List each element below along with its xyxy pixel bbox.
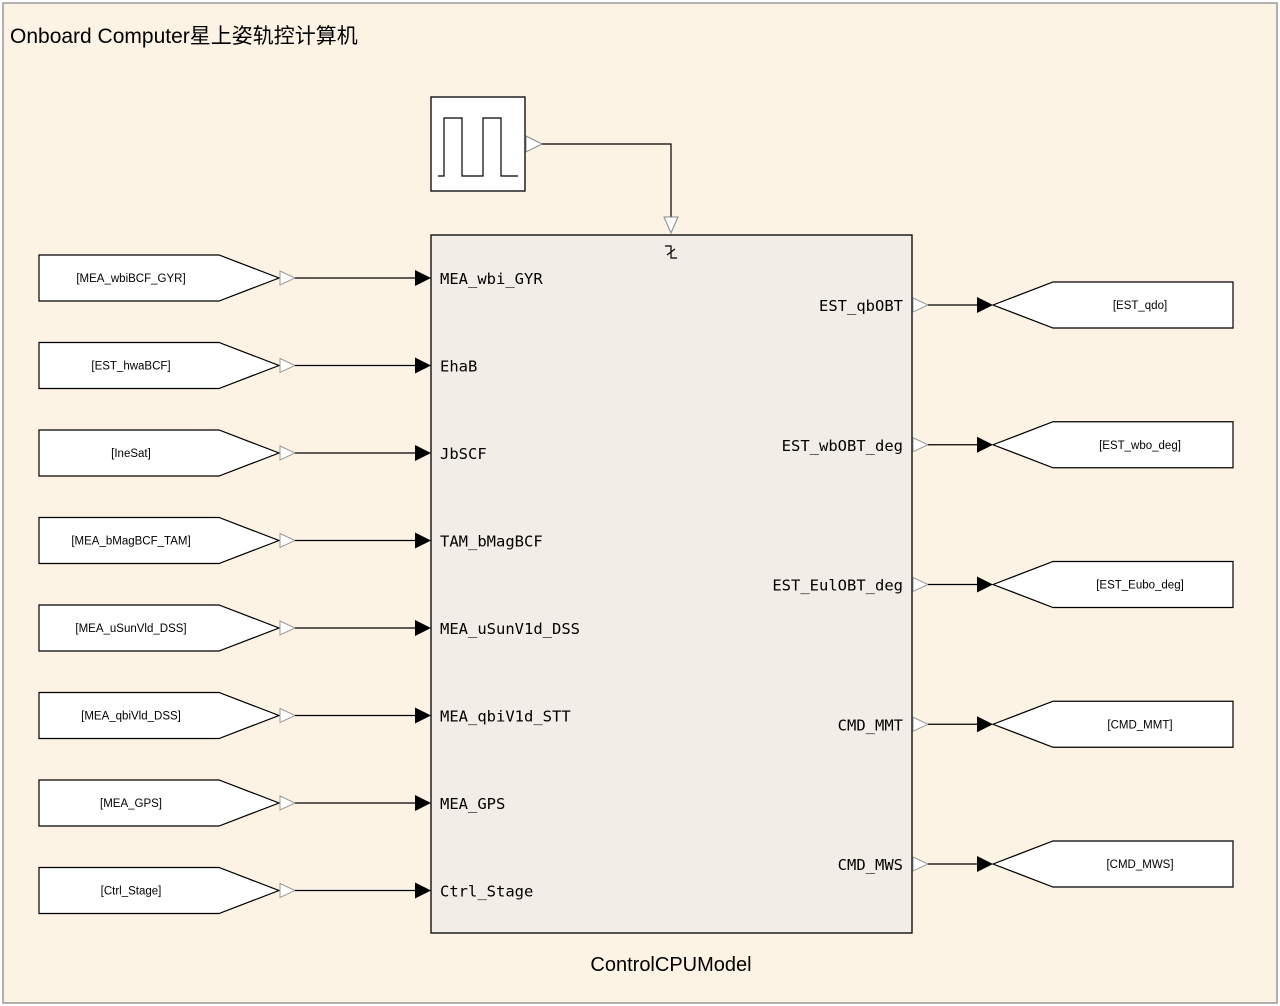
- input-arrow: [415, 532, 431, 549]
- input-port-label: MEA_uSunV1d_DSS: [440, 620, 580, 638]
- from-tag-port[interactable]: [279, 707, 297, 724]
- goto-tag-block[interactable]: [991, 560, 1234, 609]
- input-arrow: [415, 357, 431, 374]
- output-port-label: EST_wbOBT_deg: [782, 437, 903, 455]
- trigger-port[interactable]: [663, 216, 679, 235]
- output-port[interactable]: [912, 856, 930, 872]
- output-port-label: EST_EulOBT_deg: [772, 577, 903, 595]
- input-row[interactable]: [MEA_uSunVld_DSS] MEA_uSunV1d_DSS: [38, 604, 580, 652]
- input-row[interactable]: [Ctrl_Stage] Ctrl_Stage: [38, 866, 533, 915]
- output-arrow: [977, 297, 993, 313]
- input-port-label: MEA_wbi_GYR: [440, 270, 543, 288]
- input-arrow: [415, 270, 431, 286]
- from-tag-label: [MEA_qbiVld_DSS]: [81, 711, 181, 723]
- from-tag-label: [MEA_wbiBCF_GYR]: [76, 273, 185, 285]
- from-tag-label: [EST_hwaBCF]: [91, 361, 170, 373]
- from-tag-block[interactable]: [38, 341, 281, 390]
- input-row[interactable]: [IneSat] JbSCF: [38, 429, 487, 477]
- goto-tag-block[interactable]: [991, 281, 1234, 329]
- from-tag-port[interactable]: [279, 357, 297, 374]
- output-port[interactable]: [912, 436, 930, 453]
- input-port-label: EhaB: [440, 358, 477, 376]
- control-cpu-block[interactable]: [430, 234, 913, 934]
- output-port-label: EST_qbOBT: [819, 297, 903, 315]
- from-tag-label: [MEA_GPS]: [100, 798, 162, 810]
- from-tag-port[interactable]: [279, 795, 297, 811]
- goto-tag-label: [CMD_MMT]: [1107, 719, 1172, 731]
- input-row[interactable]: [MEA_wbiBCF_GYR] MEA_wbi_GYR: [38, 254, 543, 302]
- goto-tag-label: [EST_qdo]: [1113, 300, 1167, 312]
- input-port-label: TAM_bMagBCF: [440, 533, 543, 551]
- goto-tag-block[interactable]: [991, 421, 1234, 469]
- output-arrow: [977, 716, 993, 733]
- output-port[interactable]: [912, 716, 930, 733]
- output-arrow: [977, 576, 993, 593]
- from-tag-port[interactable]: [279, 270, 297, 286]
- falling-edge-trigger-icon: [665, 245, 677, 259]
- goto-tag-label: [EST_Eubo_deg]: [1096, 580, 1184, 592]
- goto-tag-block[interactable]: [991, 700, 1234, 748]
- from-tag-block[interactable]: [38, 691, 281, 740]
- input-port-label: MEA_qbiV1d_STT: [440, 708, 571, 726]
- input-row[interactable]: [EST_hwaBCF] EhaB: [38, 341, 477, 390]
- from-tag-label: [MEA_bMagBCF_TAM]: [71, 536, 190, 548]
- from-tag-label: [Ctrl_Stage]: [101, 886, 162, 898]
- output-arrow: [977, 436, 993, 453]
- input-arrow: [415, 620, 431, 636]
- from-tag-port[interactable]: [279, 445, 297, 461]
- output-row[interactable]: EST_qbOBT [EST_qdo]: [819, 281, 1234, 329]
- output-port[interactable]: [912, 297, 930, 313]
- from-tag-port[interactable]: [279, 532, 297, 549]
- from-tag-label: [IneSat]: [111, 448, 151, 460]
- pulse-generator-icon: [438, 117, 518, 177]
- from-tag-block[interactable]: [38, 866, 281, 915]
- output-arrow: [977, 856, 993, 872]
- subsystem-title: Onboard Computer星上姿轨控计算机: [10, 25, 358, 48]
- from-tag-block[interactable]: [38, 779, 281, 827]
- output-row[interactable]: EST_EulOBT_deg [EST_Eubo_deg]: [772, 560, 1234, 609]
- goto-tag-label: [CMD_MWS]: [1106, 859, 1173, 871]
- from-tag-block[interactable]: [38, 604, 281, 652]
- pulse-generator-block[interactable]: [430, 96, 544, 192]
- from-tag-block[interactable]: [38, 254, 281, 302]
- output-row[interactable]: CMD_MWS [CMD_MWS]: [838, 840, 1234, 888]
- input-port-label: JbSCF: [440, 445, 487, 463]
- output-row[interactable]: EST_wbOBT_deg [EST_wbo_deg]: [782, 421, 1234, 469]
- pulse-signal-line[interactable]: [542, 143, 672, 217]
- goto-tag-label: [EST_wbo_deg]: [1099, 440, 1181, 452]
- output-port[interactable]: [912, 576, 930, 593]
- output-row[interactable]: CMD_MMT [CMD_MMT]: [838, 700, 1234, 748]
- input-arrow: [415, 707, 431, 724]
- from-tag-block[interactable]: [38, 429, 281, 477]
- goto-tag-block[interactable]: [991, 840, 1234, 888]
- input-row[interactable]: [MEA_qbiVld_DSS] MEA_qbiV1d_STT: [38, 691, 571, 740]
- output-port-label: CMD_MWS: [838, 856, 903, 874]
- input-arrow: [415, 882, 431, 899]
- input-port-label: Ctrl_Stage: [440, 883, 533, 901]
- from-tag-block[interactable]: [38, 516, 281, 565]
- block-name: ControlCPUModel: [590, 954, 751, 976]
- input-row[interactable]: [MEA_bMagBCF_TAM] TAM_bMagBCF: [38, 516, 543, 565]
- from-tag-port[interactable]: [279, 620, 297, 636]
- output-port-label: CMD_MMT: [838, 716, 903, 734]
- input-port-label: MEA_GPS: [440, 795, 505, 813]
- input-arrow: [415, 795, 431, 811]
- input-arrow: [415, 445, 431, 461]
- pulse-out-port[interactable]: [525, 135, 544, 153]
- from-tag-port[interactable]: [279, 882, 297, 899]
- input-row[interactable]: [MEA_GPS] MEA_GPS: [38, 779, 505, 827]
- from-tag-label: [MEA_uSunVld_DSS]: [75, 623, 186, 635]
